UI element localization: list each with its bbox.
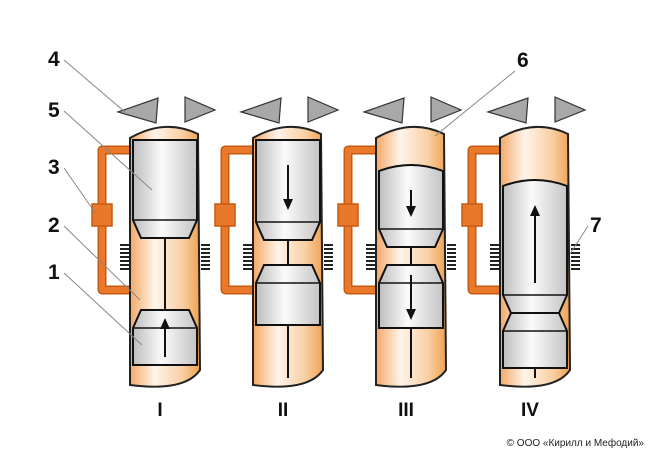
heat-triangle-icon <box>362 97 405 124</box>
heat-triangle-icon <box>307 96 340 123</box>
cooling-fin <box>201 260 210 262</box>
cooling-fin <box>243 260 252 262</box>
cooling-fin <box>243 256 252 258</box>
cooling-fin <box>324 252 333 254</box>
cooling-fin <box>366 248 375 250</box>
cooling-fin <box>201 264 210 266</box>
cooling-fin <box>243 268 252 270</box>
working-piston <box>255 264 321 326</box>
cooling-fin <box>366 268 375 270</box>
cooling-fin <box>366 244 375 246</box>
cooling-fin <box>120 244 129 246</box>
stage-4: IV <box>461 96 587 421</box>
cooling-fin <box>447 260 456 262</box>
callout-leader-line <box>569 225 589 255</box>
heat-triangle-icon <box>184 96 217 123</box>
regenerator <box>91 203 113 227</box>
cooling-fin <box>201 256 210 258</box>
cooling-fin <box>120 264 129 266</box>
cooling-fin <box>571 260 580 262</box>
cooling-fin <box>490 260 499 262</box>
cooling-fin <box>366 252 375 254</box>
stage-label: I <box>157 400 162 421</box>
callout-label-7: 7 <box>590 214 602 237</box>
cooling-fin <box>201 248 210 250</box>
stage-label: III <box>398 400 414 421</box>
cooling-fin <box>490 268 499 270</box>
cooling-fin <box>490 256 499 258</box>
cooling-fin <box>447 256 456 258</box>
copyright-notice: © ООО «Кирилл и Мефодий» <box>506 438 644 449</box>
cooling-fin <box>243 248 252 250</box>
cooling-fin <box>366 256 375 258</box>
callout-label-5: 5 <box>48 99 60 122</box>
cooling-fin <box>571 248 580 250</box>
cooling-fin <box>571 252 580 254</box>
cooling-fin <box>447 248 456 250</box>
cooling-fin <box>120 260 129 262</box>
callout-label-3: 3 <box>48 156 60 179</box>
cooling-fin <box>120 268 129 270</box>
cooling-fin <box>243 252 252 254</box>
stage-label: IV <box>521 400 539 421</box>
cooling-fin <box>447 264 456 266</box>
stage-1: I <box>91 96 217 421</box>
stage-3: III <box>337 96 463 421</box>
cooling-fin <box>324 248 333 250</box>
callout-label-1: 1 <box>48 261 60 284</box>
cooling-fin <box>490 244 499 246</box>
cooling-fin <box>201 252 210 254</box>
callout-leader-line <box>63 59 126 113</box>
cooling-fin <box>447 244 456 246</box>
heat-triangle-icon <box>486 97 529 124</box>
motion-arrow-icon-head <box>406 309 416 320</box>
cooling-fin <box>366 264 375 266</box>
cooling-fin <box>490 264 499 266</box>
motion-arrow-icon-head <box>530 205 540 216</box>
cooling-fin <box>201 268 210 270</box>
cooling-fin <box>324 260 333 262</box>
cooling-fin <box>324 256 333 258</box>
heat-triangle-icon <box>239 97 282 124</box>
cooling-fin <box>120 248 129 250</box>
regenerator <box>461 203 483 227</box>
cooling-fin <box>447 268 456 270</box>
cooling-fin <box>571 264 580 266</box>
callout-label-2: 2 <box>48 214 60 237</box>
regenerator <box>214 203 236 227</box>
cooling-fin <box>324 244 333 246</box>
regenerator <box>337 203 359 227</box>
heat-triangle-icon <box>430 96 463 123</box>
cooling-fin <box>120 252 129 254</box>
cooling-fin <box>324 264 333 266</box>
working-piston <box>502 312 568 369</box>
callout-label-4: 4 <box>48 48 60 71</box>
cooling-fin <box>490 248 499 250</box>
callout-leader-line <box>434 70 516 137</box>
callout-label-6: 6 <box>517 49 529 72</box>
motion-arrow-icon-head <box>160 318 170 329</box>
motion-arrow-icon-head <box>406 206 416 217</box>
heat-triangle-icon <box>116 97 159 124</box>
cooling-fin <box>571 256 580 258</box>
callout-leader-line <box>63 272 143 346</box>
callout-leader-line <box>63 110 153 191</box>
cooling-fin <box>447 252 456 254</box>
cooling-fin <box>201 244 210 246</box>
displacer-piston <box>132 139 198 239</box>
motion-arrow-icon-head <box>283 199 293 210</box>
cooling-fin <box>324 268 333 270</box>
callout-leader-line <box>63 167 97 215</box>
cooling-fin <box>366 260 375 262</box>
cooling-fin <box>120 256 129 258</box>
cooling-fin <box>243 244 252 246</box>
cooling-fin <box>243 264 252 266</box>
heat-triangle-icon <box>554 96 587 123</box>
stage-2: II <box>214 96 340 421</box>
cooling-fin <box>571 268 580 270</box>
stage-label: II <box>278 400 289 421</box>
cooling-fin <box>490 252 499 254</box>
callout-leader-line <box>63 225 141 301</box>
